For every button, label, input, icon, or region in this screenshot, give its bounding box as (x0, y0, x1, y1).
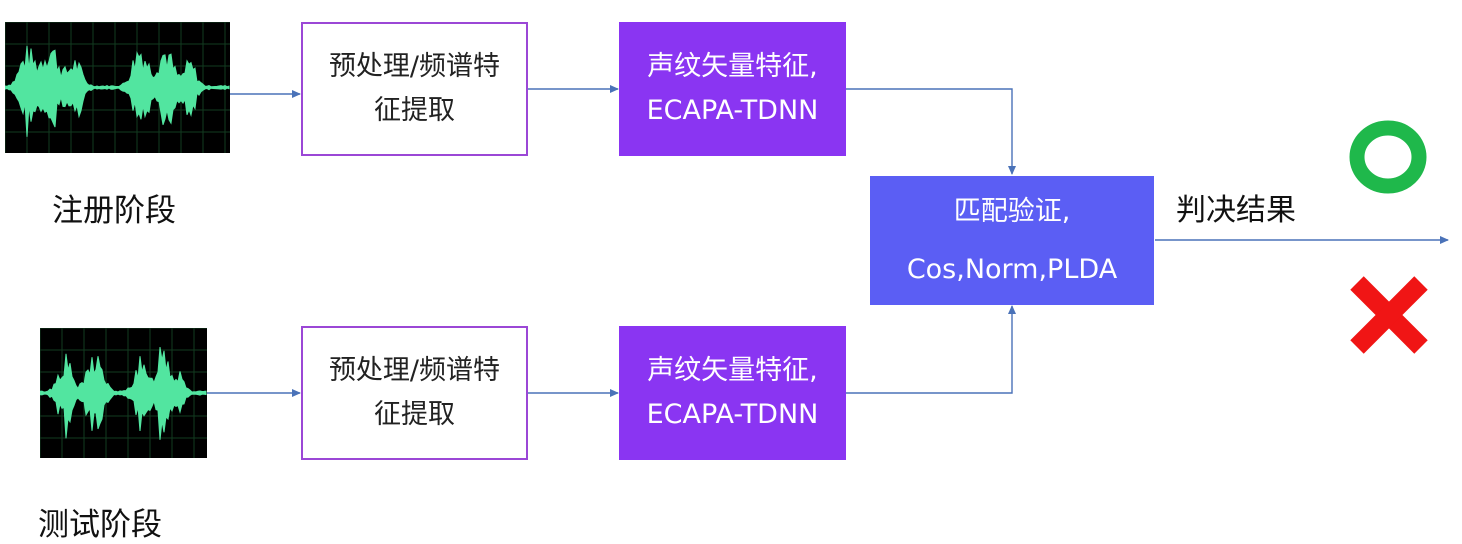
decision-label: 判决结果 (1176, 193, 1296, 228)
enroll-stage-label: 注册阶段 (52, 193, 176, 229)
enroll-waveform-icon (5, 22, 230, 153)
match-line2: Cos,Norm,PLDA (906, 253, 1118, 285)
arrow-test-feature-to-match (846, 305, 1016, 394)
test-waveform-icon (40, 328, 207, 458)
arrow-enroll-feature-to-match (846, 88, 1016, 175)
test-preprocess-line2: 征提取 (373, 399, 455, 430)
enroll-feature-box: 声纹矢量特征, ECAPA-TDNN (619, 22, 846, 156)
enroll-preprocess-box: 预处理/频谱特 征提取 (301, 22, 528, 156)
match-verify-box: 匹配验证, Cos,Norm,PLDA (870, 176, 1154, 305)
test-stage-label: 测试阶段 (38, 507, 162, 543)
enroll-feature-line2: ECAPA-TDNN (646, 95, 819, 126)
enroll-preprocess-line1: 预处理/频谱特 (328, 51, 501, 82)
cross-reject-icon (1349, 276, 1429, 354)
test-feature-line2: ECAPA-TDNN (646, 399, 819, 430)
test-preprocess-line1: 预处理/频谱特 (328, 355, 501, 386)
enroll-feature-line1: 声纹矢量特征, (647, 51, 818, 82)
enroll-preprocess-line2: 征提取 (373, 95, 455, 126)
circle-accept-icon (1349, 120, 1427, 194)
match-line1: 匹配验证, (953, 195, 1071, 227)
test-feature-line1: 声纹矢量特征, (647, 355, 818, 386)
test-preprocess-box: 预处理/频谱特 征提取 (301, 326, 528, 460)
test-feature-box: 声纹矢量特征, ECAPA-TDNN (619, 326, 846, 460)
